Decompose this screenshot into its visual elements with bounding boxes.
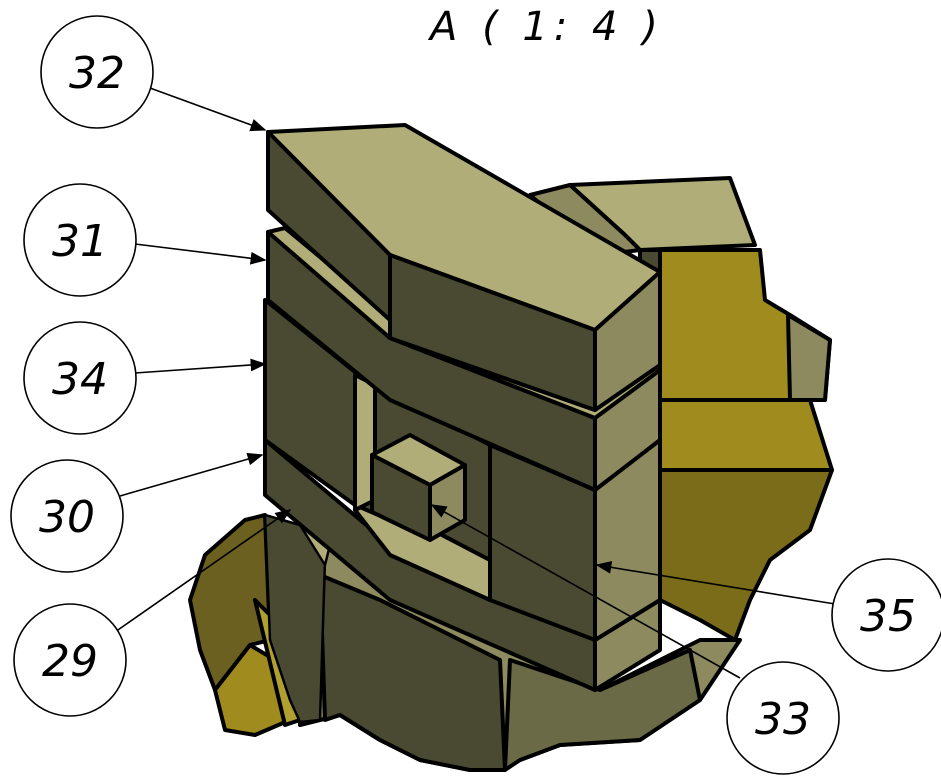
callout-label-33: 33 xyxy=(755,694,811,745)
callout-34: 34 xyxy=(23,321,137,435)
callout-label-29: 29 xyxy=(42,636,98,687)
callout-31: 31 xyxy=(23,183,137,297)
main-assembly xyxy=(263,123,662,692)
callout-30: 30 xyxy=(10,459,124,573)
callout-label-32: 32 xyxy=(69,48,125,99)
view-title: A ( 1: 4 ) xyxy=(427,4,664,50)
callout-label-30: 30 xyxy=(39,492,95,543)
callout-label-31: 31 xyxy=(52,216,108,267)
callout-29: 29 xyxy=(13,603,127,717)
callout-35: 35 xyxy=(831,558,941,672)
callout-label-34: 34 xyxy=(52,354,108,405)
callout-33: 33 xyxy=(726,661,840,775)
callout-label-35: 35 xyxy=(860,591,916,642)
leader-lines xyxy=(114,87,836,679)
callout-32: 32 xyxy=(40,15,154,129)
